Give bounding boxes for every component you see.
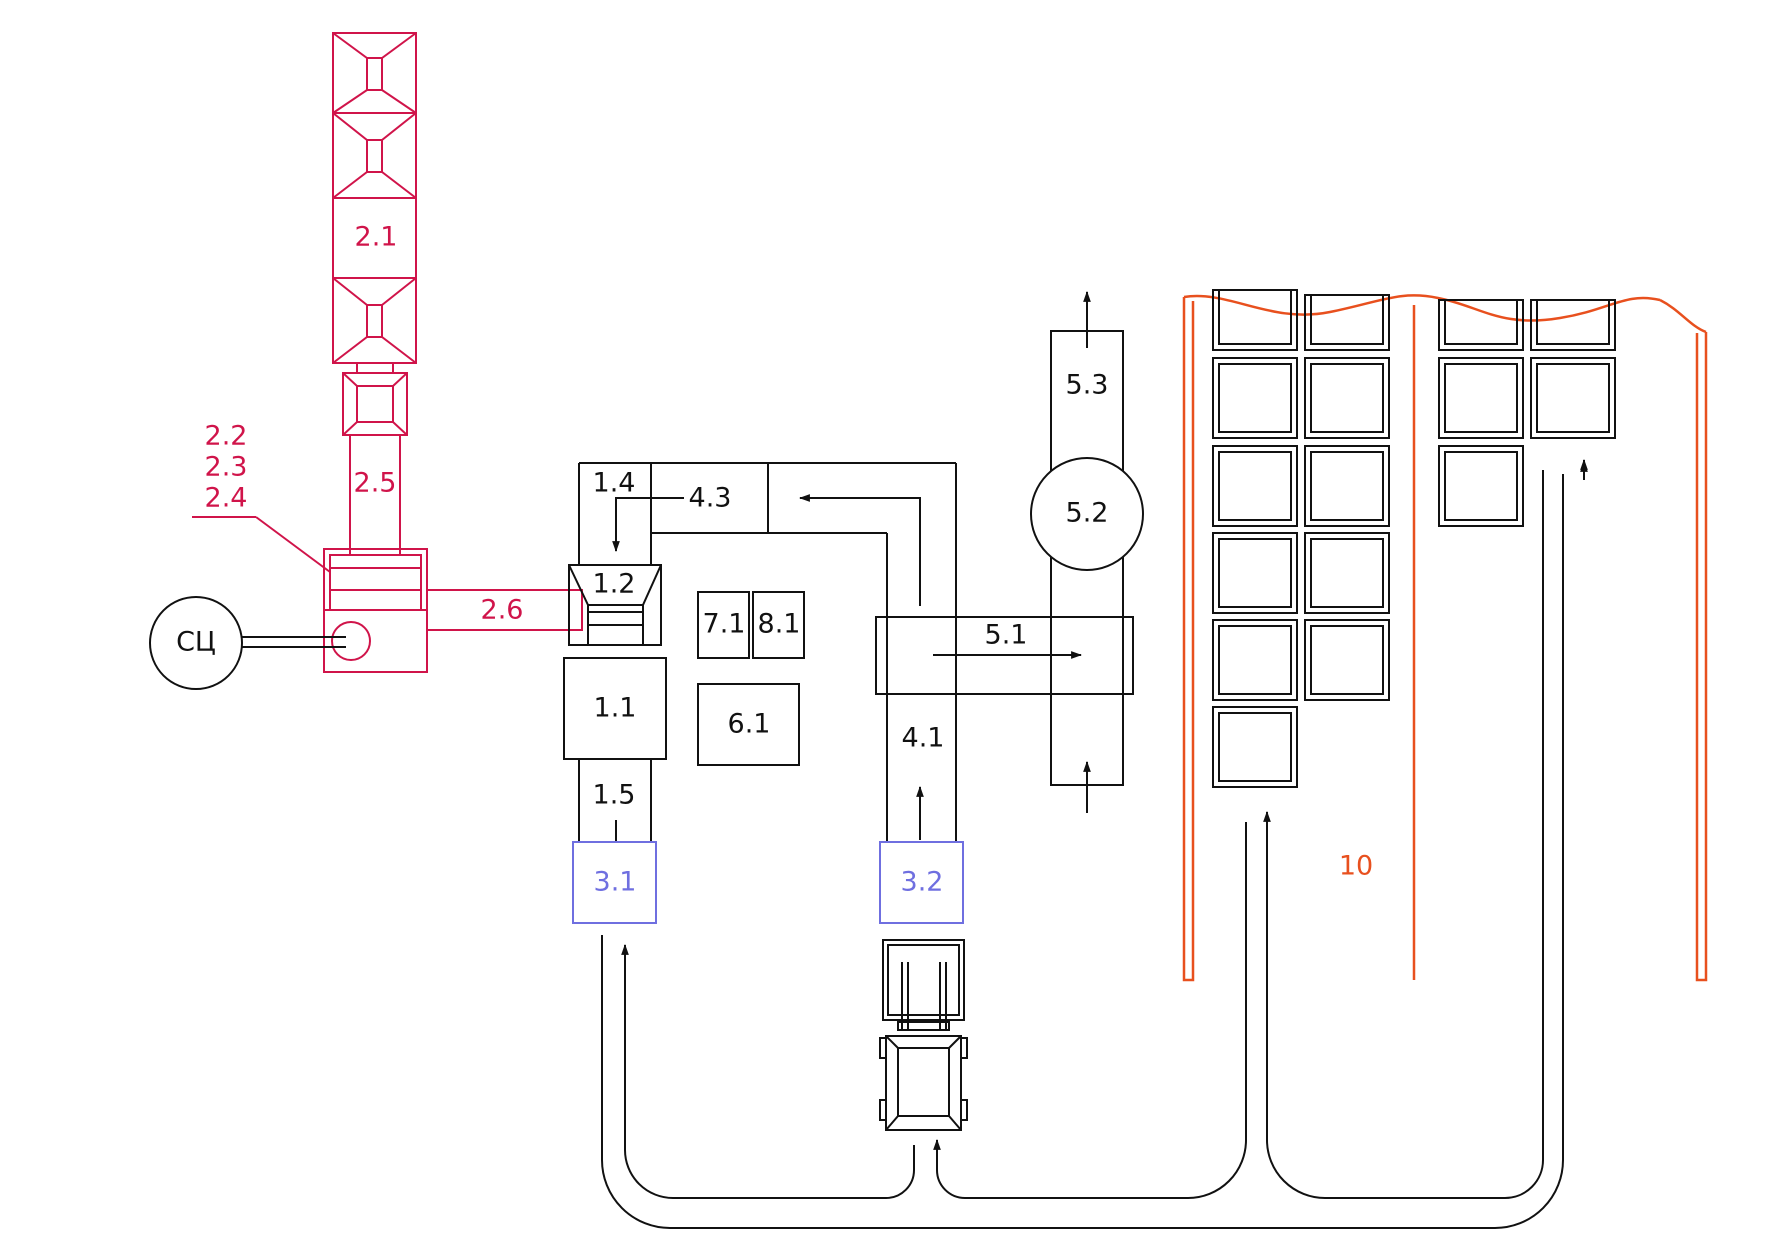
label-2-1: 2.1 bbox=[355, 222, 398, 253]
label-5-3: 5.3 bbox=[1066, 370, 1109, 401]
label-10: 10 bbox=[1339, 851, 1373, 882]
label-2-5: 2.5 bbox=[354, 468, 397, 499]
callout-leader bbox=[255, 516, 331, 573]
truck-icon bbox=[879, 939, 968, 1131]
bin-3-1 bbox=[572, 841, 657, 924]
storage-cells bbox=[1212, 289, 1616, 788]
label-2-2: 2.2 bbox=[205, 421, 248, 452]
conveyor-1-5 bbox=[578, 759, 652, 842]
hopper-1-2 bbox=[568, 564, 662, 646]
label-1-4: 1.4 bbox=[593, 468, 636, 499]
label-4-1: 4.1 bbox=[902, 723, 945, 754]
label-7-1: 7.1 bbox=[703, 609, 746, 640]
label-2-6: 2.6 bbox=[481, 595, 524, 626]
label-sc: СЦ bbox=[176, 627, 216, 658]
arrow-4-3 bbox=[798, 494, 921, 606]
label-6-1: 6.1 bbox=[728, 709, 771, 740]
conveyor-4-1 bbox=[651, 463, 957, 842]
label-1-1: 1.1 bbox=[594, 693, 637, 724]
unit-6-1 bbox=[697, 683, 800, 766]
red-feeder bbox=[342, 362, 408, 436]
label-2-3: 2.3 bbox=[205, 452, 248, 483]
label-2-4: 2.4 bbox=[205, 483, 248, 514]
label-5-1: 5.1 bbox=[985, 620, 1028, 651]
label-3-1: 3.1 bbox=[594, 867, 637, 898]
label-4-3: 4.3 bbox=[689, 483, 732, 514]
unit-8-1 bbox=[752, 591, 805, 659]
red-mixer-unit bbox=[323, 548, 428, 673]
red-bins-2-1 bbox=[332, 32, 417, 364]
bin-3-2 bbox=[879, 841, 964, 924]
label-5-2: 5.2 bbox=[1066, 498, 1109, 529]
truck-routes bbox=[601, 458, 1588, 1229]
warehouse-10 bbox=[1182, 294, 1708, 982]
sc-tank bbox=[149, 596, 346, 690]
label-1-2: 1.2 bbox=[593, 569, 636, 600]
conveyor-2-6 bbox=[426, 589, 583, 631]
label-1-5: 1.5 bbox=[593, 780, 636, 811]
unit-5-2 bbox=[1030, 457, 1144, 571]
unit-1-1 bbox=[563, 657, 667, 760]
label-8-1: 8.1 bbox=[758, 609, 801, 640]
unit-7-1 bbox=[697, 591, 750, 659]
arrow-1-4 bbox=[612, 497, 684, 553]
conveyor-5-1 bbox=[875, 616, 1134, 695]
label-3-2: 3.2 bbox=[901, 867, 944, 898]
